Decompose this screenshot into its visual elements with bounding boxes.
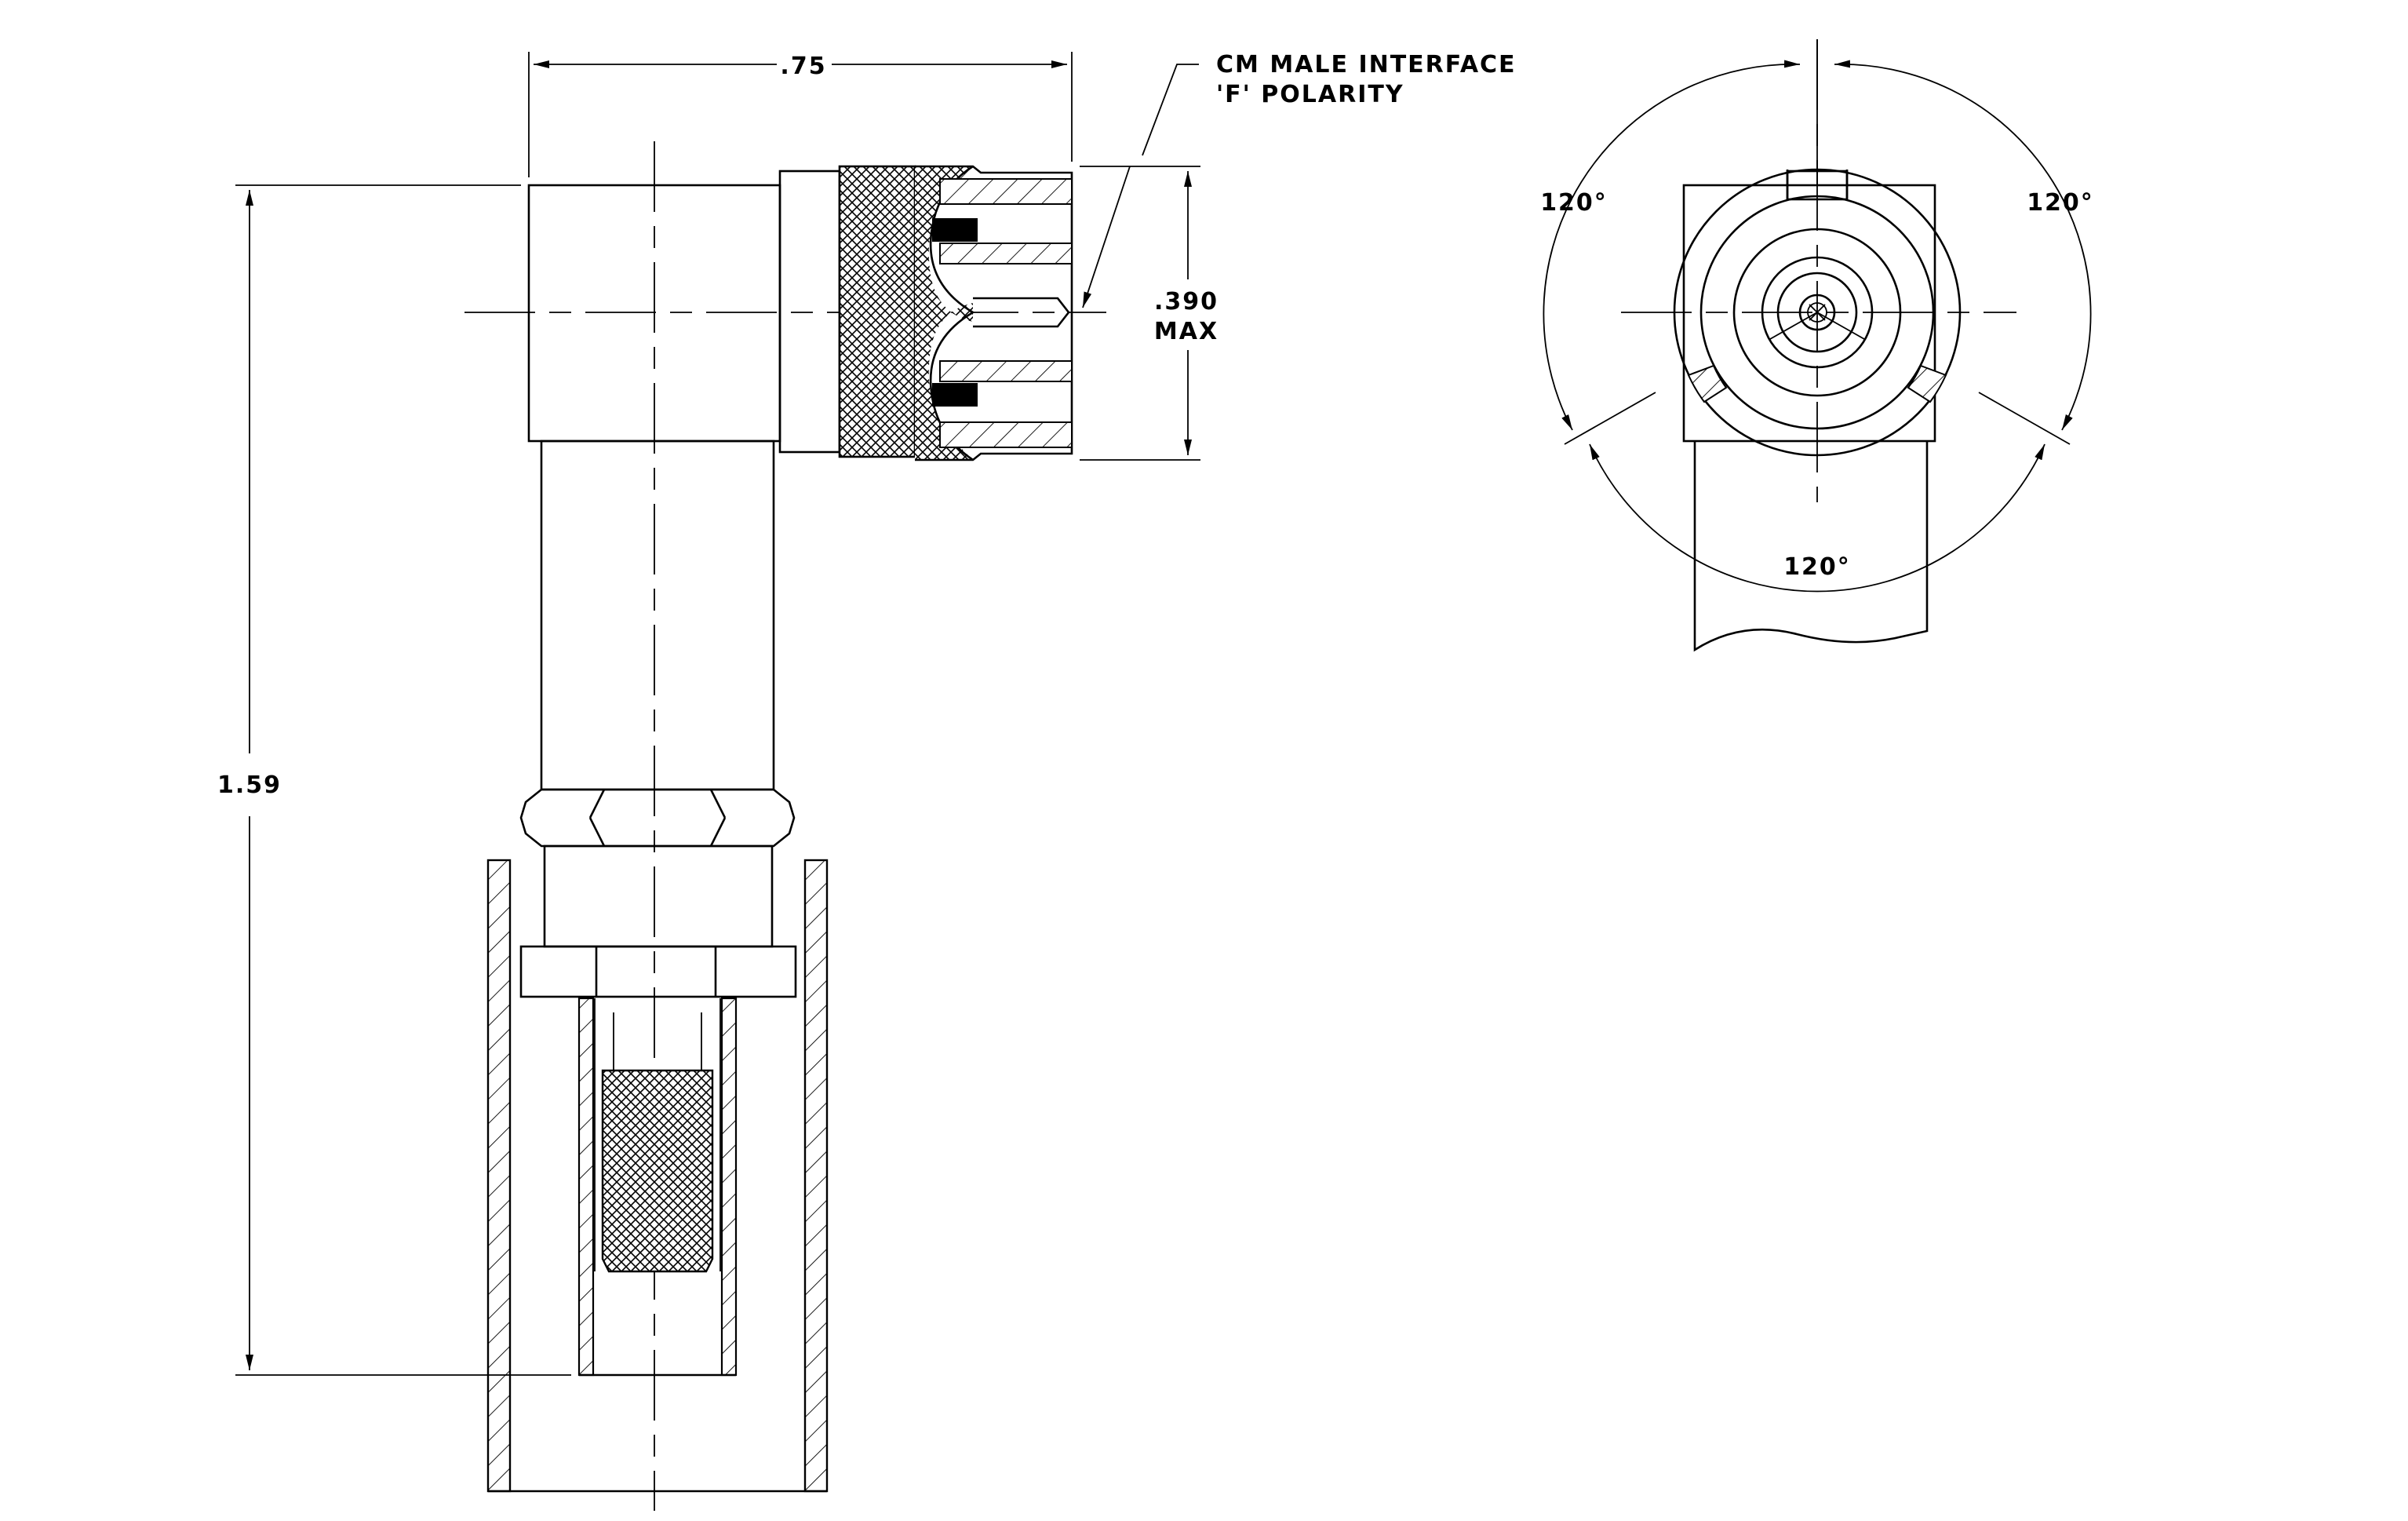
callout-line-2: 'F' POLARITY [1216, 81, 1404, 108]
interface-max-suffix: MAX [1154, 318, 1219, 345]
interface-max-value: .390 [1154, 288, 1219, 316]
height-dimension-label: 1.59 [217, 771, 282, 799]
angle-label-top-left: 120° [1540, 189, 1608, 217]
cutaway-profile [929, 165, 975, 461]
center-pin [973, 297, 1070, 328]
end-view-body [1682, 184, 1936, 443]
hex-nut [519, 788, 796, 848]
angle-label-bottom: 120° [1783, 553, 1851, 581]
outer-sleeve-left-wall [486, 859, 512, 1493]
body-tube [540, 440, 775, 791]
width-dimension-label: .75 [780, 53, 826, 80]
side-view: .75 1.59 .390 MAX CM MALE INTERFACE 'F' … [217, 51, 1517, 1511]
end-view-tube-break [1693, 441, 1929, 652]
angle-label-top-right: 120° [2027, 189, 2094, 217]
angle-arc-bottom [1589, 443, 2046, 593]
washer [519, 945, 797, 998]
knurled-coupling-nut [838, 165, 916, 458]
angle-arc-right [1834, 60, 2092, 431]
ferrule-left-wall [577, 997, 595, 1377]
ferrule-right-wall [720, 997, 738, 1377]
interface-shell [915, 165, 1073, 461]
lower-insulator-block [932, 383, 978, 407]
knurled-crimp-sleeve [601, 1069, 714, 1273]
end-view: 120° 120° 120° [1540, 39, 2094, 652]
outer-sleeve-right-wall [803, 859, 829, 1493]
angle-arc-left [1543, 60, 1801, 431]
upper-insulator-block [932, 218, 978, 242]
coupling-flange [778, 170, 841, 454]
callout-line-1: CM MALE INTERFACE [1216, 51, 1517, 78]
stem [543, 844, 774, 948]
